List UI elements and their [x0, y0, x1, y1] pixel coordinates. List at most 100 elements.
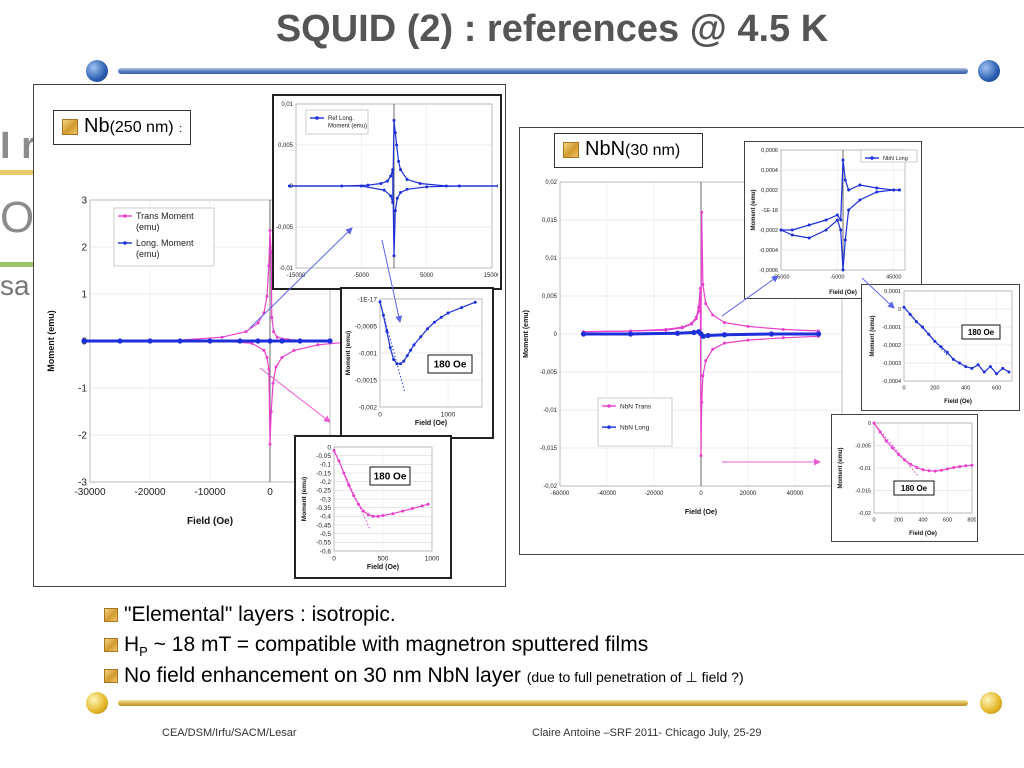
nb_long_zoom-series-0-point [412, 343, 416, 347]
nb_main-legend-marker-0 [123, 214, 127, 218]
nbn_long_zoom-y-tick-label: 0,0001 [884, 289, 901, 295]
nb_trans_zoom-y-tick-label: -0,3 [320, 496, 332, 503]
nb_trans_zoom-plot-area [333, 446, 433, 552]
nbn_long_inset-series-0-point [839, 218, 843, 222]
background-fragment-2: O [0, 193, 35, 242]
nb_main-series-1-point [147, 338, 153, 344]
bullet-note-3: (due to full penetration of ⊥ field ?) [526, 669, 744, 685]
nb_long_zoom-series-0-point [446, 311, 450, 315]
nb_trans_zoom-annotation-label: 180 Oe [374, 472, 407, 483]
slide-title: SQUID (2) : references @ 4.5 K [275, 8, 829, 50]
nbn_main-x-axis-label: Field (Oe) [685, 509, 717, 516]
nb_trans_zoom-y-tick-label: -0,6 [320, 548, 332, 555]
nb_trans_zoom-series-0-point [420, 504, 424, 508]
background-stripe-green [0, 262, 34, 267]
nb_long_zoom-series-0-point [426, 327, 430, 331]
nbn_trans_zoom-x-tick-label: 0 [872, 518, 875, 524]
nb_main-legend-label-0: Trans Moment [136, 211, 194, 221]
nb_main-legend [113, 207, 215, 267]
nb_main-series-0-point [271, 381, 275, 385]
nb_long_zoom-series-0-point [439, 315, 443, 319]
nbn_main-series-0-point [704, 359, 708, 363]
nbn_long_inset-series-0-point [897, 188, 901, 192]
nb_main-series-1-point [207, 338, 213, 344]
nbn_long_zoom-x-tick-label: 0 [902, 386, 905, 392]
nb_main-series-0-point [250, 341, 254, 345]
nb_trans_zoom-series-0-point [366, 513, 370, 517]
nb_main-series-0-point [220, 335, 224, 339]
nb_long_inset-series-0-point [444, 184, 448, 188]
nbn_long_inset-series-0-point [858, 198, 862, 202]
nb_main-series-0-point [267, 367, 271, 371]
nbn_main-legend-marker-0 [607, 404, 611, 408]
nbn_main-series-1-point [674, 330, 681, 336]
nbn_main-series-1-point [721, 332, 728, 338]
nb_long_zoom-y-tick-label: -0,0015 [355, 377, 377, 384]
nb_long_inset-x-tick-label: -5000 [354, 273, 370, 279]
nbn_main-series-0-point [781, 336, 785, 340]
nb_long_inset-series-0-point [405, 187, 409, 191]
footer-right: Claire Antoine –SRF 2011- Chicago July, … [532, 727, 762, 739]
nb_long_inset-y-tick-label: 0,01 [281, 102, 293, 108]
nbn_long_inset-y-tick-label: 0,0006 [761, 148, 778, 154]
nbn_trans_zoom-series-0-point [890, 446, 894, 450]
nbn_long_inset-background [745, 142, 920, 297]
nb_trans_zoom-y-axis-label: Moment (emu) [301, 477, 308, 521]
nbn_long_inset-x-tick-label: 45000 [886, 275, 901, 281]
nbn_main-series-0-point [700, 210, 704, 214]
nb_long_inset-legend [305, 109, 369, 135]
bullet-line-2: HP ~ 18 mT = compatible with magnetron s… [104, 633, 648, 659]
nb_main-x-tick-label: -30000 [74, 487, 106, 498]
nb-label: Nb [84, 115, 110, 137]
nb_main-series-0-point [272, 330, 276, 334]
nbn_long_zoom-annotation-label: 180 Oe [968, 328, 995, 337]
nb_long_zoom-y-tick-label: -1E-17 [357, 296, 377, 303]
nb_long_inset-series-0-point [395, 143, 399, 147]
nb_main-x-axis-label: Field (Oe) [187, 516, 233, 527]
nbn_long_inset-series-0-point [843, 178, 847, 182]
nb_main-series-1-point [237, 338, 243, 344]
nbn_long_zoom-series-0-point [921, 325, 925, 329]
nbn_long_inset-legend-marker-0 [870, 156, 874, 160]
nb_main-x-tick-label: -10000 [194, 487, 226, 498]
nb_long_zoom-y-axis-label: Moment (emu) [345, 331, 352, 375]
nb_trans_zoom-series-0-point [410, 507, 414, 511]
nb_long_inset-series-0-point [359, 184, 363, 188]
nb_long_inset-y-tick-label: -0,01 [279, 266, 293, 272]
nbn_long_inset-series-0-point [875, 190, 879, 194]
nb_trans_zoom-x-tick-label: 0 [332, 556, 336, 563]
nbn_long_zoom-series-0-point [951, 357, 955, 361]
nbn_trans_zoom-x-tick-label: 600 [943, 518, 952, 524]
nb_long_zoom-x-axis-label: Field (Oe) [415, 420, 447, 427]
bullet-text-1: "Elemental" layers : isotropic. [124, 603, 396, 626]
nbn_main-y-tick-label: 0,015 [542, 218, 558, 224]
nb_long_zoom-series-0-point [392, 357, 396, 361]
nb_trans_zoom-x-tick-label: 500 [378, 556, 389, 563]
nb_long_inset-series-0-point [385, 179, 389, 183]
nb_long_inset-series-0-point [389, 174, 393, 178]
nb-colon: : [179, 123, 183, 135]
nb_long_zoom-y-tick-label: -0,0005 [355, 323, 377, 330]
nb_long_zoom-series-0-point [473, 300, 477, 304]
nb_long_inset-x-tick-label: 5000 [420, 273, 434, 279]
nbn_main-series-1-point [705, 332, 711, 339]
nb_long_zoom-series-0-point [409, 348, 413, 352]
nbn_main-x-tick-label: -20000 [645, 491, 664, 497]
nb_long_inset-series-0-point [392, 118, 396, 122]
nb_trans_zoom-y-tick-label: -0,35 [316, 505, 331, 512]
bullet-text-2: ~ 18 mT = compatible with magnetron sput… [147, 633, 649, 656]
nb_long_zoom-series-0-point [405, 354, 409, 358]
nbn_long_inset-y-tick-label: 0,0004 [761, 168, 778, 174]
top-rule [118, 68, 968, 74]
nbn_trans_zoom-x-tick-label: 400 [918, 518, 927, 524]
nbn_trans_zoom-y-tick-label: -0,005 [855, 443, 871, 449]
bullet-icon [563, 141, 579, 158]
nbn_main-series-0-point [711, 347, 715, 351]
nbn_long_inset-series-0-point [790, 228, 794, 232]
nbn_trans_zoom-x-tick-label: 200 [894, 518, 903, 524]
nb_main-series-1-point [279, 338, 285, 344]
nb_long_zoom-series-0-point [460, 306, 464, 310]
nb_main-series-0-point [280, 355, 284, 359]
nb_long_zoom-series-0-point [402, 359, 406, 363]
